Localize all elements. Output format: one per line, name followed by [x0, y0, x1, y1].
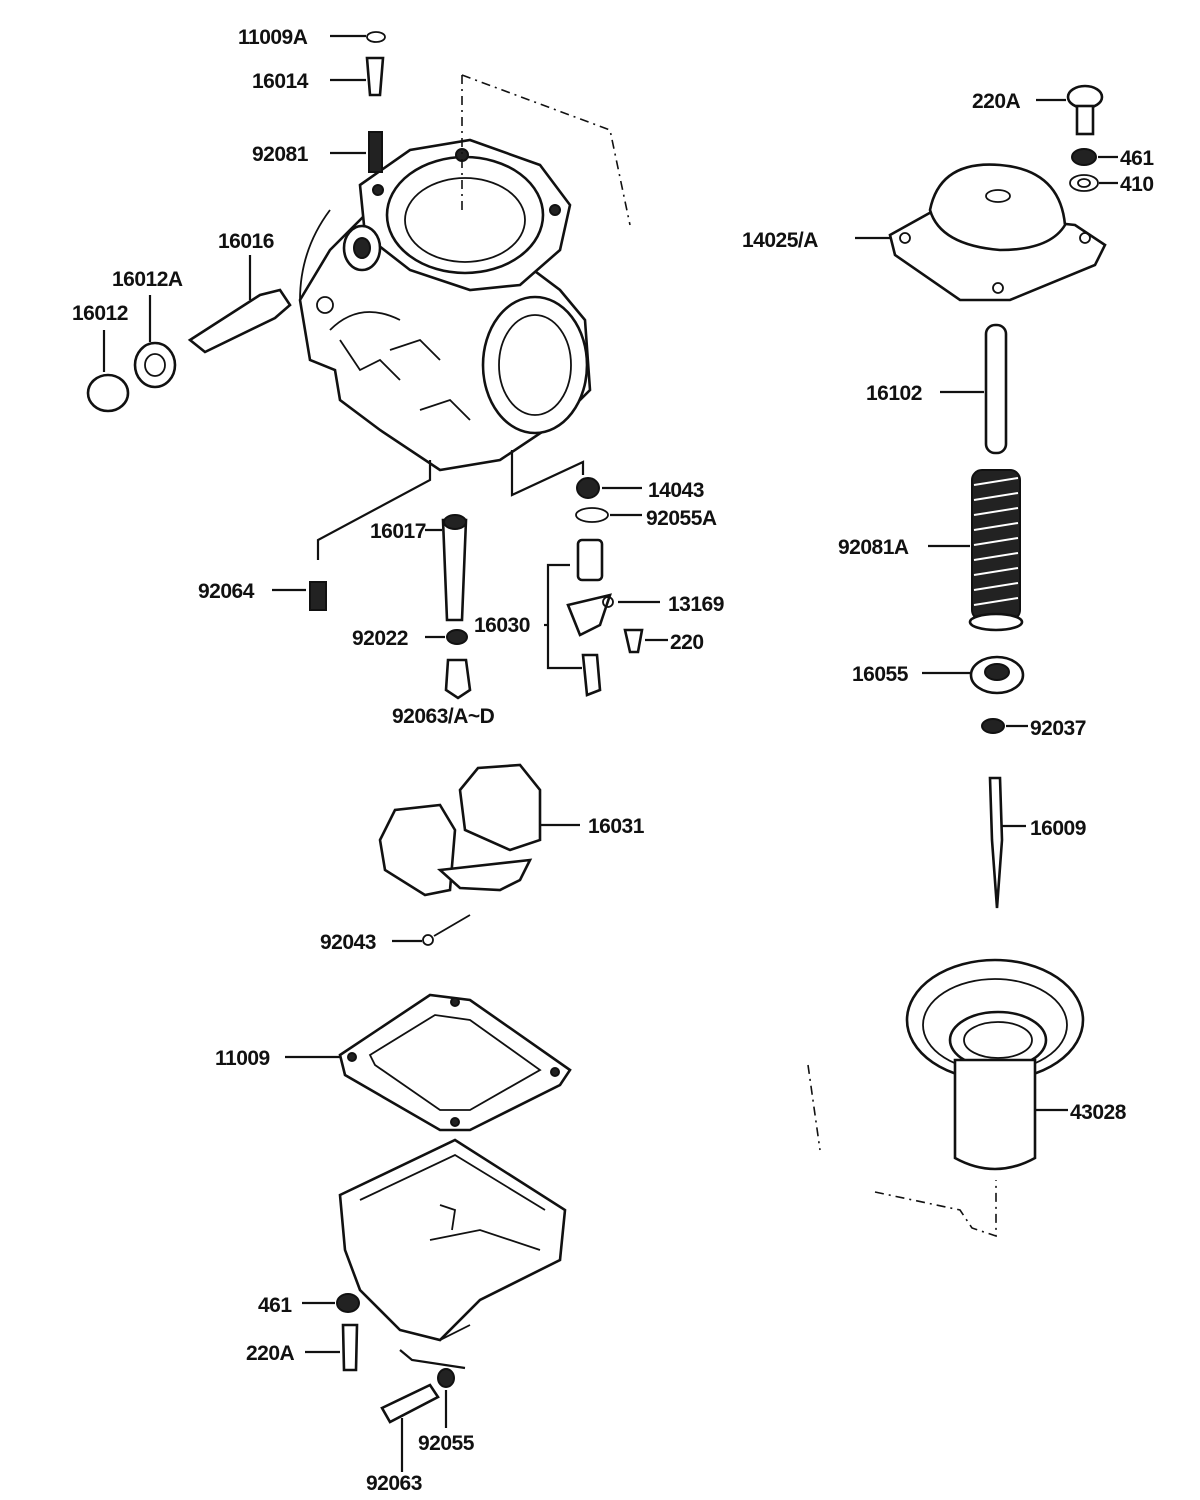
label-14025-a: 14025/A: [742, 229, 818, 252]
label-16055: 16055: [852, 663, 909, 686]
part-16055-seat: 16055: [852, 655, 1025, 695]
part-16017: 16017: [370, 514, 468, 622]
part-16012: 16012: [72, 302, 130, 413]
dashed-guide-bottom-right: [807, 1064, 997, 1238]
part-14025-a-cover: 14025/A: [742, 163, 1107, 302]
part-16012a: 16012A: [112, 268, 183, 389]
part-43028-piston: 43028: [905, 958, 1127, 1171]
label-92081a: 92081A: [838, 536, 909, 559]
label-220: 220: [670, 631, 704, 654]
label-92064: 92064: [198, 580, 255, 603]
label-220a: 220A: [972, 90, 1021, 113]
label-43028: 43028: [1070, 1101, 1127, 1124]
part-16014: 16014: [252, 56, 385, 97]
part-92022: 92022: [352, 627, 468, 650]
part-92063-drain: 92063: [366, 1383, 440, 1495]
part-float-bowl: [338, 1138, 567, 1342]
label-92081: 92081: [252, 143, 309, 166]
label-11009a: 11009A: [238, 26, 308, 49]
part-16009-needle: 16009: [988, 776, 1086, 909]
label-92063-drain: 92063: [366, 1472, 422, 1495]
part-11009-gasket: 11009: [215, 993, 572, 1132]
label-16014: 16014: [252, 70, 309, 93]
label-16012: 16012: [72, 302, 128, 325]
label-13169: 13169: [668, 593, 724, 616]
part-461-lower: 461: [258, 1293, 360, 1317]
label-14043: 14043: [648, 479, 704, 502]
label-16009: 16009: [1030, 817, 1086, 840]
part-16030: 16030: [474, 538, 612, 697]
leader-bowl-drain: [399, 1349, 466, 1370]
leader-body-bottom: [316, 460, 432, 560]
label-92037: 92037: [1030, 717, 1086, 740]
label-410: 410: [1120, 173, 1154, 196]
part-220: 220: [623, 628, 704, 654]
dashed-guide-top: [461, 74, 631, 226]
part-14043: 14043: [576, 477, 704, 502]
label-16017: 16017: [370, 520, 426, 543]
part-92055-drain: 92055: [418, 1368, 475, 1455]
part-92064: 92064: [198, 580, 327, 611]
part-220a-lower: 220A: [246, 1323, 359, 1372]
label-16016: 16016: [218, 230, 274, 253]
part-92055a: 92055A: [575, 507, 717, 530]
part-410: 410: [1069, 173, 1154, 196]
label-92055-drain: 92055: [418, 1432, 475, 1455]
label-16030: 16030: [474, 614, 530, 637]
label-461: 461: [1120, 147, 1154, 170]
label-92043: 92043: [320, 931, 376, 954]
part-461: 461: [1071, 147, 1155, 170]
part-92037-clip: 92037: [981, 717, 1086, 740]
label-92063-a-d: 92063/A~D: [392, 705, 495, 728]
label-16102: 16102: [866, 382, 922, 405]
label-16012a: 16012A: [112, 268, 183, 291]
part-92063-a-d: 92063/A~D: [392, 658, 495, 728]
part-16031-float: 16031: [378, 763, 645, 897]
label-92055a: 92055A: [646, 507, 717, 530]
part-92081: 92081: [252, 131, 383, 173]
part-92081a-spring: 92081A: [838, 469, 1024, 632]
label-16031: 16031: [588, 815, 645, 838]
label-461-lower: 461: [258, 1294, 292, 1317]
part-16102-rod: 16102: [866, 323, 1008, 455]
label-220a-lower: 220A: [246, 1342, 295, 1365]
label-11009: 11009: [215, 1047, 270, 1070]
carburetor-body: [298, 138, 592, 472]
leader-body-bottom-right: [510, 450, 585, 497]
part-220a: 220A: [972, 84, 1104, 136]
part-13169: 13169: [602, 593, 724, 616]
part-16016: 16016: [187, 230, 292, 354]
part-92043: 92043: [320, 914, 471, 954]
label-92022: 92022: [352, 627, 408, 650]
part-11009a: 11009A: [238, 26, 386, 49]
